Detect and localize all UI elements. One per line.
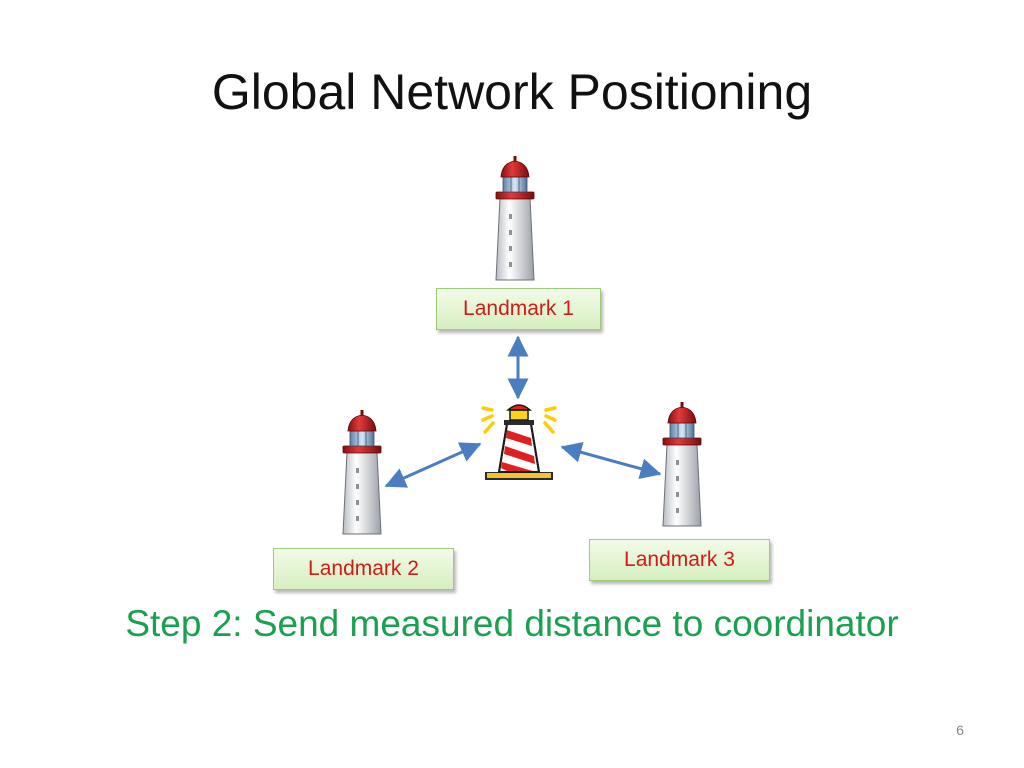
landmark-1-label: Landmark 1 [436,288,601,330]
landmark-3-label: Landmark 3 [589,539,770,581]
arrow-landmark2-coordinator [384,442,482,488]
slide-title: Global Network Positioning [211,64,813,120]
step-caption: Step 2: Send measured distance to coordi… [125,603,899,644]
lighthouse-icon [662,401,702,527]
landmark-2-label: Landmark 2 [273,548,454,590]
page-number: 6 [956,722,964,738]
lighthouse-icon [495,155,535,281]
arrow-landmark3-coordinator [560,442,662,479]
lighthouse-beacon-icon [481,404,557,480]
lighthouse-icon [342,409,382,535]
